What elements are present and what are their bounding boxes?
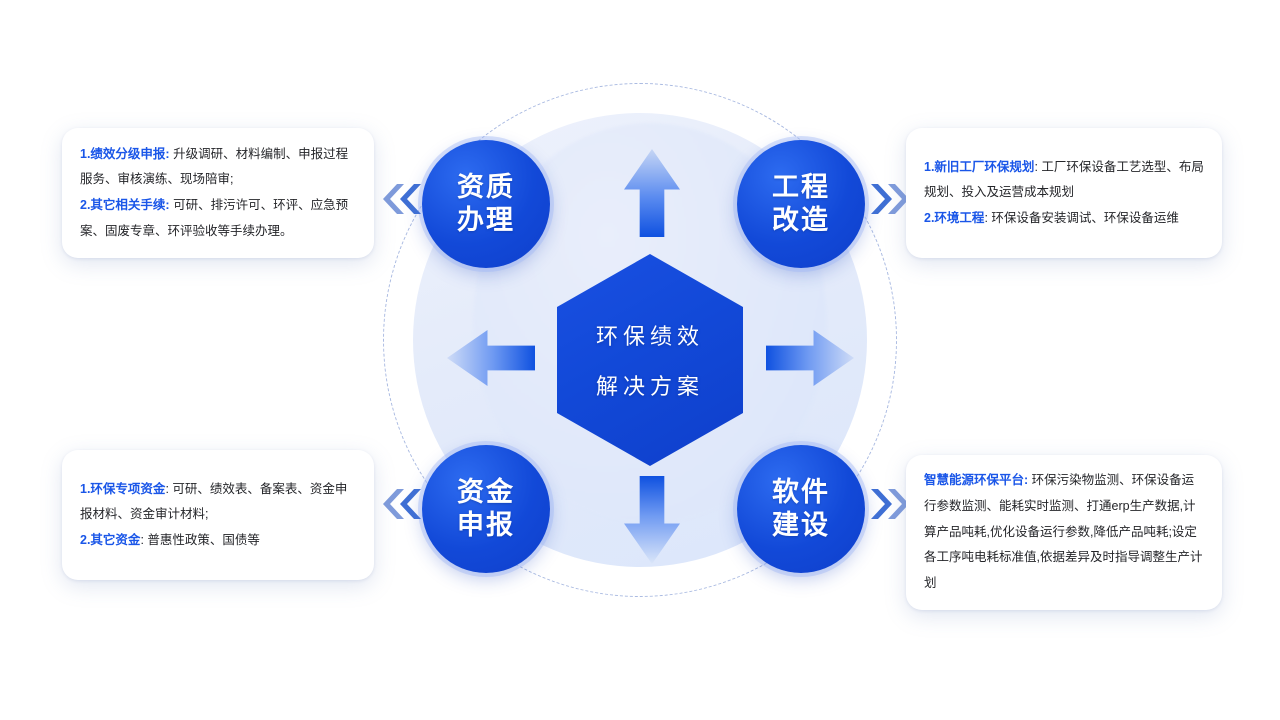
- card-qualification: 1.绩效分级申报: 升级调研、材料编制、申报过程服务、审核演练、现场陪审; 2.…: [62, 128, 374, 258]
- node-qualification[interactable]: 资质 办理: [422, 140, 550, 268]
- card-engineering-body: 1.新旧工厂环保规划: 工厂环保设备工艺选型、布局规划、投入及运营成本规划 2.…: [924, 155, 1204, 232]
- double-chevron-left-icon-bottom: [377, 487, 423, 521]
- card-qualification-text-1: 升级调研、材料编制、申报过程服务、审核演练、现场陪审;: [80, 146, 349, 187]
- node-funding-line1: 资金: [457, 477, 515, 508]
- node-funding[interactable]: 资金 申报: [422, 445, 550, 573]
- card-funding-label-2: 2.其它资金: [80, 532, 141, 547]
- node-qualification-line2: 办理: [457, 205, 515, 235]
- center-label-line2: 解决方案: [595, 374, 704, 399]
- double-chevron-left-icon-top: [377, 182, 423, 216]
- node-funding-line2: 申报: [457, 510, 515, 540]
- card-software-text-1: 环保污染物监测、环保设备运行参数监测、能耗实时监测、打通erp生产数据,计算产品…: [924, 473, 1203, 590]
- dashed-ring: [383, 83, 897, 597]
- card-software: 智慧能源环保平台: 环保污染物监测、环保设备运行参数监测、能耗实时监测、打通er…: [906, 455, 1222, 610]
- center-label: 环保绩效 解决方案: [557, 254, 743, 466]
- card-engineering-label-1: 1.新旧工厂环保规划: [924, 159, 1035, 174]
- node-engineering-line1: 工程: [772, 172, 830, 203]
- card-funding-text-2: : 普惠性政策、国债等: [140, 532, 260, 547]
- card-qualification-item-1: 1.绩效分级申报: 升级调研、材料编制、申报过程服务、审核演练、现场陪审;: [80, 142, 356, 193]
- center-hexagon: 环保绩效 解决方案: [551, 247, 749, 473]
- card-qualification-label-1: 1.绩效分级申报:: [80, 146, 170, 161]
- node-software-line2: 建设: [772, 510, 830, 540]
- card-software-body: 智慧能源环保平台: 环保污染物监测、环保设备运行参数监测、能耗实时监测、打通er…: [924, 468, 1204, 596]
- hexagon-shape: [557, 254, 743, 466]
- node-engineering[interactable]: 工程 改造: [737, 140, 865, 268]
- card-software-label-1: 智慧能源环保平台:: [924, 473, 1029, 488]
- double-chevron-right-icon-bottom: [869, 487, 915, 521]
- card-qualification-item-2: 2.其它相关手续: 可研、排污许可、环评、应急预案、固废专章、环评验收等手续办理…: [80, 193, 356, 244]
- card-funding-item-2: 2.其它资金: 普惠性政策、国债等: [80, 528, 356, 554]
- card-engineering-item-1: 1.新旧工厂环保规划: 工厂环保设备工艺选型、布局规划、投入及运营成本规划: [924, 155, 1204, 206]
- card-funding-item-1: 1.环保专项资金: 可研、绩效表、备案表、资金申报材料、资金审计材料;: [80, 477, 356, 528]
- card-engineering-text-2: : 环保设备安装调试、环保设备运维: [984, 210, 1179, 225]
- card-qualification-text-2: 可研、排污许可、环评、应急预案、固废专章、环评验收等手续办理。: [80, 198, 349, 238]
- card-funding: 1.环保专项资金: 可研、绩效表、备案表、资金申报材料、资金审计材料; 2.其它…: [62, 450, 374, 580]
- node-software[interactable]: 软件 建设: [737, 445, 865, 573]
- node-software-line1: 软件: [772, 477, 830, 508]
- card-funding-text-1: : 可研、绩效表、备案表、资金申报材料、资金审计材料;: [80, 481, 348, 522]
- card-qualification-label-2: 2.其它相关手续:: [80, 198, 170, 212]
- card-qualification-body: 1.绩效分级申报: 升级调研、材料编制、申报过程服务、审核演练、现场陪审; 2.…: [80, 142, 356, 245]
- node-qualification-line1: 资质: [457, 172, 515, 203]
- card-funding-label-1: 1.环保专项资金: [80, 481, 166, 496]
- card-software-item-1: 智慧能源环保平台: 环保污染物监测、环保设备运行参数监测、能耗实时监测、打通er…: [924, 468, 1204, 596]
- node-engineering-line2: 改造: [772, 205, 830, 235]
- card-engineering-item-2: 2.环境工程: 环保设备安装调试、环保设备运维: [924, 206, 1204, 232]
- double-chevron-right-icon-top: [869, 182, 915, 216]
- center-label-line1: 环保绩效: [595, 324, 704, 349]
- card-engineering-label-2: 2.环境工程: [924, 210, 985, 225]
- card-engineering: 1.新旧工厂环保规划: 工厂环保设备工艺选型、布局规划、投入及运营成本规划 2.…: [906, 128, 1222, 258]
- card-funding-body: 1.环保专项资金: 可研、绩效表、备案表、资金申报材料、资金审计材料; 2.其它…: [80, 477, 356, 554]
- card-engineering-text-1: : 工厂环保设备工艺选型、布局规划、投入及运营成本规划: [924, 159, 1204, 200]
